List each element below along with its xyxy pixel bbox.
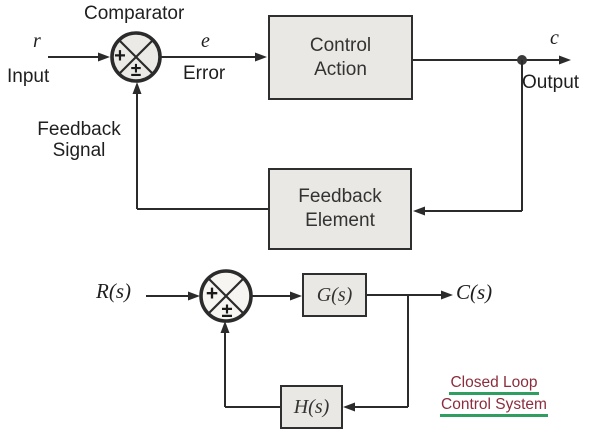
comparator-plus-minus-sign: ± xyxy=(130,60,142,81)
rs-arrowhead-icon xyxy=(188,291,200,301)
comparator-label: Comparator xyxy=(84,3,185,24)
control-action-block: Control Action xyxy=(268,15,413,100)
g-input-arrowhead-icon xyxy=(290,291,302,301)
feedback-signal-label: Feedback Signal xyxy=(37,119,121,161)
feedback-element-block: Feedback Element xyxy=(268,168,412,250)
top-diagram xyxy=(48,31,571,216)
summing-diagonal-2 xyxy=(207,277,245,315)
caption-line-1: Closed Loop xyxy=(449,373,539,395)
caption: Closed Loop Control System xyxy=(430,373,558,417)
comparator-diagonal-2 xyxy=(118,39,154,75)
bottom-diagram xyxy=(146,269,453,412)
output-signal-c: c xyxy=(550,27,559,49)
output-arrowhead-icon xyxy=(559,55,571,65)
summing-plus-minus-sign: ± xyxy=(221,300,233,322)
cs-arrowhead-icon xyxy=(441,290,453,300)
output-signal-Cs: C(s) xyxy=(456,280,493,304)
input-signal-r: r xyxy=(33,30,41,52)
input-signal-Rs: R(s) xyxy=(96,279,131,303)
caption-line-2: Control System xyxy=(440,395,548,417)
feedback-transfer-block-Hs: H(s) xyxy=(280,385,343,429)
comparator-feedback-arrowhead-icon xyxy=(132,82,142,94)
forward-transfer-block-Gs: G(s) xyxy=(302,273,367,317)
h-input-arrowhead-icon xyxy=(343,402,355,412)
input-arrowhead-icon xyxy=(98,52,110,62)
input-label: Input xyxy=(7,66,50,87)
error-signal-e: e xyxy=(201,30,210,52)
summing-feedback-arrowhead-icon xyxy=(220,321,230,333)
feedback-element-arrowhead-icon xyxy=(413,206,425,216)
summing-plus-sign: + xyxy=(205,282,219,305)
error-label: Error xyxy=(183,63,226,84)
comparator-plus-sign: + xyxy=(114,45,126,67)
error-arrowhead-icon xyxy=(255,52,267,62)
output-label: Output xyxy=(522,72,580,93)
